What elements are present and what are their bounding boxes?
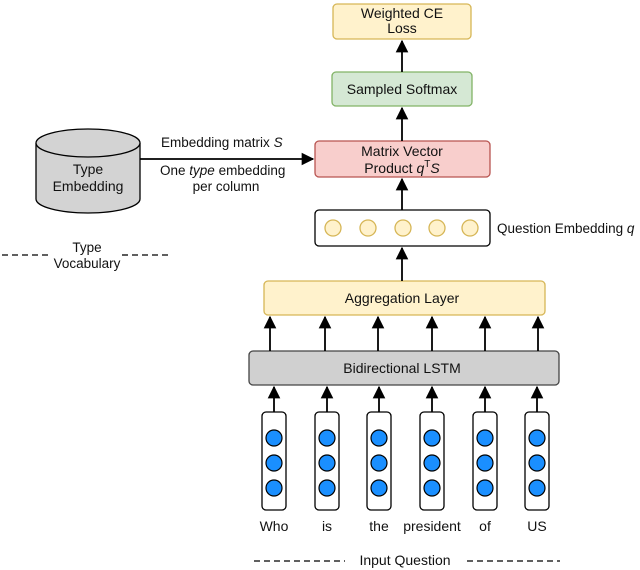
bilstm-node: Bidirectional LSTM [248, 350, 560, 386]
token-embedding-column [524, 411, 550, 511]
aggregation-layer-label: Aggregation Layer [345, 290, 460, 306]
type-embedding-label-line1: Type [73, 161, 104, 177]
token-embedding-column [472, 411, 498, 511]
token-word: Who [260, 518, 289, 534]
type-embedding-cylinder: Type Embedding [35, 128, 141, 214]
lstm-to-aggregation-arrows [263, 315, 545, 351]
embedding-unit [461, 219, 479, 237]
token-word: is [322, 518, 332, 534]
sampled-softmax-label: Sampled Softmax [347, 81, 458, 97]
type-vocabulary-label-line2: Vocabulary [54, 256, 121, 271]
matrix-vector-label-line2: Product qTS [364, 159, 440, 176]
embedding-matrix-label: Embedding matrix S [161, 135, 283, 150]
type-embedding-label-line2: Embedding [53, 178, 124, 194]
embedding-unit [324, 219, 342, 237]
aggregation-layer-node: Aggregation Layer [263, 280, 546, 316]
tokens-to-lstm-arrows [267, 385, 544, 412]
embedding-unit [359, 219, 377, 237]
per-column-label: per column [193, 179, 260, 194]
question-embedding-vector [314, 209, 491, 247]
embedding-unit [394, 219, 412, 237]
weighted-ce-loss-label-line2: Loss [387, 20, 417, 36]
token-word: of [479, 518, 491, 534]
weighted-ce-loss-label-line1: Weighted CE [361, 5, 443, 21]
embedding-unit [428, 219, 446, 237]
matrix-vector-label-line1: Matrix Vector [361, 143, 443, 159]
question-embedding-label: Question Embedding q [497, 221, 635, 236]
token-word: the [369, 518, 389, 534]
matrix-vector-product-node: Matrix Vector Product qTS [314, 140, 491, 178]
one-type-embedding-label: One type embedding [160, 163, 285, 178]
token-embedding-column [366, 411, 392, 511]
sampled-softmax-node: Sampled Softmax [331, 71, 473, 107]
input-question-label: Input Question [359, 552, 450, 568]
token-embedding-column [419, 411, 445, 511]
token-word: president [403, 518, 461, 534]
type-vocabulary-label-line1: Type [72, 240, 101, 255]
bilstm-label: Bidirectional LSTM [343, 360, 461, 376]
token-embedding-column [261, 411, 287, 511]
weighted-ce-loss-node: Weighted CE Loss [332, 3, 472, 40]
token-word: US [527, 518, 546, 534]
token-embedding-column [314, 411, 340, 511]
